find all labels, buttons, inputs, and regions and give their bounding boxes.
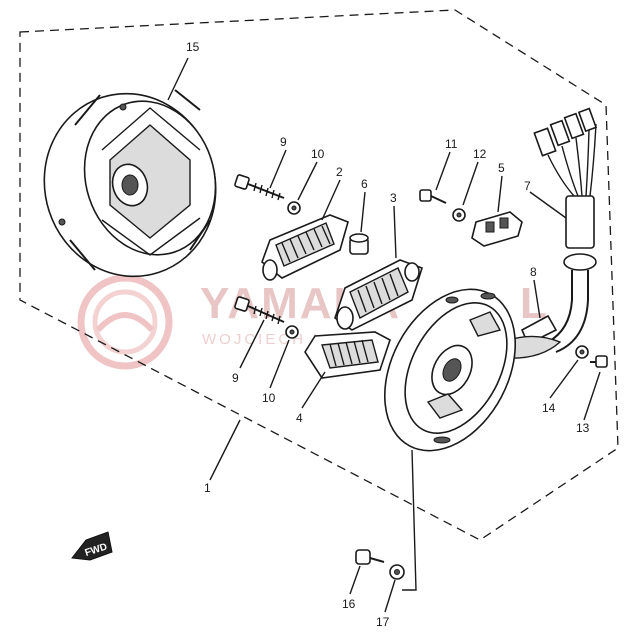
screw-bottom xyxy=(355,549,385,565)
stator-plate xyxy=(383,288,517,452)
spacer xyxy=(349,233,369,255)
callout-12: 12 xyxy=(473,147,487,161)
leader-lines xyxy=(167,57,601,613)
callout-4: 4 xyxy=(296,411,303,425)
washer-upper-hole xyxy=(291,205,297,211)
callout-9-upper: 9 xyxy=(280,135,287,149)
callout-8: 8 xyxy=(530,265,537,279)
callout-10-upper: 10 xyxy=(311,147,325,161)
callout-5: 5 xyxy=(498,161,505,175)
callout-15: 15 xyxy=(186,40,200,54)
pickup-coil xyxy=(471,211,523,247)
callout-3: 3 xyxy=(390,191,397,205)
callout-1: 1 xyxy=(204,481,211,495)
callout-17: 17 xyxy=(376,615,390,629)
callout-11: 11 xyxy=(445,137,458,151)
coil-upper xyxy=(261,214,349,281)
washer-small-hole xyxy=(456,212,462,218)
flywheel-rotor xyxy=(43,89,217,278)
callout-14: 14 xyxy=(542,401,556,415)
callout-10-lower: 10 xyxy=(262,391,276,405)
callout-6: 6 xyxy=(361,177,368,191)
leader-bottom-fasteners xyxy=(402,449,417,591)
coil-middle xyxy=(334,259,423,331)
bolt-small xyxy=(419,189,447,204)
callout-9-lower: 9 xyxy=(232,371,239,385)
callout-7: 7 xyxy=(524,179,531,193)
washer-lower-hole xyxy=(289,329,295,335)
fwd-direction-mark: FWD xyxy=(71,531,113,561)
screw-right xyxy=(590,355,608,368)
callout-16: 16 xyxy=(342,597,356,611)
assembly-boundary xyxy=(19,9,619,541)
washer-bottom-hole xyxy=(394,569,400,575)
screw-lower xyxy=(234,296,285,325)
wire-harness xyxy=(533,107,598,353)
coil-lower xyxy=(304,331,391,379)
callout-2: 2 xyxy=(336,165,343,179)
washer-right-hole xyxy=(579,349,585,355)
callout-13: 13 xyxy=(576,421,590,435)
screw-upper xyxy=(234,174,285,201)
